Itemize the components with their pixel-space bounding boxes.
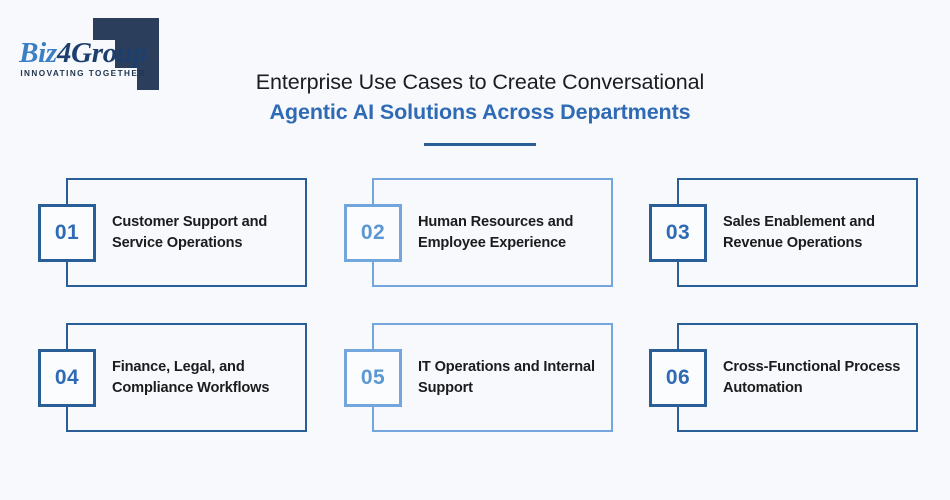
page-title-line2: Agentic AI Solutions Across Departments (269, 100, 691, 124)
card-number-badge: 03 (649, 203, 707, 262)
brand-logo: Biz4Group INNOVATING TOGETHER (18, 16, 178, 94)
card-number-badge: 06 (649, 348, 707, 407)
use-case-card-04[interactable]: 04 Finance, Legal, and Compliance Workfl… (38, 323, 307, 432)
logo-wordmark: Biz4Group INNOVATING TOGETHER (18, 38, 148, 78)
card-number-badge: 01 (38, 203, 96, 262)
logo-text: Biz4Group (18, 38, 148, 68)
card-number-badge: 05 (344, 348, 402, 407)
use-case-card-01[interactable]: 01 Customer Support and Service Operatio… (38, 178, 307, 287)
card-number-badge: 02 (344, 203, 402, 262)
use-case-row-1: 01 Customer Support and Service Operatio… (0, 178, 950, 287)
logo-text-four: 4 (56, 37, 72, 69)
card-title: Finance, Legal, and Compliance Workflows (112, 358, 270, 396)
use-case-card-05[interactable]: 05 IT Operations and Internal Support (344, 323, 613, 432)
page-title: Enterprise Use Cases to Create Conversat… (190, 68, 770, 146)
title-underline-divider (424, 143, 536, 146)
logo-tagline: INNOVATING TOGETHER (20, 69, 146, 78)
card-title: IT Operations and Internal Support (418, 358, 595, 396)
use-case-row-2: 04 Finance, Legal, and Compliance Workfl… (0, 323, 950, 432)
use-case-card-02[interactable]: 02 Human Resources and Employee Experien… (344, 178, 613, 287)
logo-bracket-icon (93, 18, 159, 90)
card-number-badge: 04 (38, 348, 96, 407)
card-title: Sales Enablement and Revenue Operations (723, 213, 875, 251)
logo-text-group: Group (71, 37, 147, 69)
use-case-card-06[interactable]: 06 Cross-Functional Process Automation (649, 323, 918, 432)
card-title: Customer Support and Service Operations (112, 213, 268, 251)
use-case-grid: 01 Customer Support and Service Operatio… (0, 178, 950, 468)
logo-text-biz: Biz (19, 37, 57, 69)
use-case-card-03[interactable]: 03 Sales Enablement and Revenue Operatio… (649, 178, 918, 287)
card-title: Cross-Functional Process Automation (723, 358, 901, 396)
card-title: Human Resources and Employee Experience (418, 213, 574, 251)
page-title-line1: Enterprise Use Cases to Create Conversat… (255, 70, 705, 94)
